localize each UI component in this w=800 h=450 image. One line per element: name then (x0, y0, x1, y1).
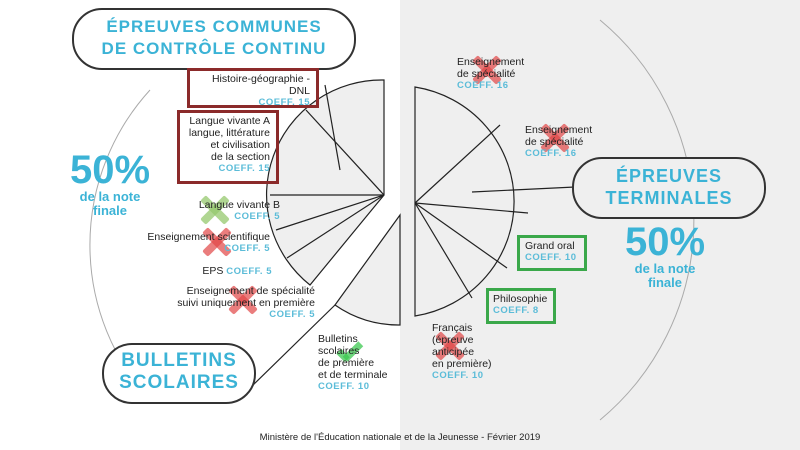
item-eps: EPS COEFF. 5 (200, 265, 272, 278)
right-title-line2: TERMINALES (605, 188, 733, 208)
item-coeff: COEFF. 10 (525, 252, 577, 263)
item-label: et de terminale (318, 369, 388, 381)
right-title-line1: ÉPREUVES (615, 166, 723, 186)
item-enseignement-scientifique: Enseignement scientifique COEFF. 5 (130, 231, 270, 255)
item-coeff: COEFF. 5 (234, 211, 280, 222)
item-label: anticipée (432, 346, 475, 358)
item-francais: Français (épreuve anticipée en première)… (432, 322, 492, 382)
left-title: ÉPREUVES COMMUNES DE CONTRÔLE CONTINU (72, 8, 356, 70)
item-label: Langue vivante B (198, 199, 280, 211)
item-langue-vivante-a: Langue vivante A langue, littérature et … (180, 115, 270, 175)
right-percent-value: 50% (624, 220, 706, 264)
item-coeff: COEFF. 5 (269, 309, 315, 320)
item-specialite-1: Enseignement de spécialité COEFF. 16 (457, 56, 524, 92)
item-label: et civilisation (210, 139, 270, 151)
bulletins-title-line1: BULLETINS (121, 350, 237, 371)
right-outer-arc (599, 19, 695, 421)
item-label: Bulletins (318, 333, 358, 345)
item-label: langue, littérature (188, 127, 270, 139)
item-coeff: COEFF. 10 (318, 381, 370, 392)
item-coeff: COEFF. 5 (226, 266, 272, 277)
item-philosophie: Philosophie COEFF. 8 (493, 293, 547, 317)
left-percent: 50% de la note finale (60, 150, 160, 218)
item-label: suivi uniquement en première (177, 297, 315, 309)
item-specialite-2: Enseignement de spécialité COEFF. 16 (525, 124, 592, 160)
item-label: de spécialité (457, 68, 516, 80)
item-label: Enseignement de spécialité (186, 285, 315, 297)
item-coeff: COEFF. 10 (432, 370, 484, 381)
item-coeff: COEFF. 15 (258, 97, 310, 108)
item-coeff: COEFF. 16 (457, 80, 509, 91)
item-coeff: COEFF. 16 (525, 148, 577, 159)
item-label: Langue vivante A (189, 115, 270, 127)
item-coeff: COEFF. 8 (493, 305, 539, 316)
right-percent-sub1: de la note (634, 261, 696, 276)
right-pie (414, 86, 576, 317)
left-percent-sub1: de la note (79, 189, 141, 204)
item-label: de spécialité (525, 136, 584, 148)
kept-box (517, 235, 587, 271)
kept-box (486, 288, 556, 324)
item-histoire-geo: Histoire-géographie - DNL COEFF. 15 (190, 73, 310, 109)
item-coeff: COEFF. 15 (218, 163, 270, 174)
item-label: de première (318, 357, 375, 369)
item-label: EPS (202, 265, 224, 277)
item-label: Enseignement (525, 124, 593, 136)
item-label: en première) (432, 358, 492, 370)
right-title: ÉPREUVES TERMINALES (572, 157, 766, 219)
footer-credit: Ministère de l'Éducation nationale et de… (259, 432, 541, 443)
item-label: Enseignement scientifique (147, 231, 270, 243)
item-label: Histoire-géographie - DNL (211, 73, 310, 97)
kept-box (177, 110, 279, 184)
right-percent-sub2: finale (648, 275, 682, 290)
left-pie (265, 79, 401, 326)
kept-box (187, 68, 319, 108)
left-percent-value: 50% (69, 148, 151, 192)
item-label: Philosophie (493, 293, 548, 305)
item-label: Français (432, 322, 473, 334)
item-label: de la section (211, 151, 270, 163)
left-percent-sub2: finale (93, 203, 127, 218)
item-label: Enseignement (457, 56, 525, 68)
left-title-line2: DE CONTRÔLE CONTINU (101, 39, 327, 58)
left-title-line1: ÉPREUVES COMMUNES (106, 17, 322, 36)
item-label: scolaires (318, 345, 360, 357)
right-percent: 50% de la note finale (615, 222, 715, 290)
bulletins-title-line2: SCOLAIRES (119, 372, 239, 393)
item-label: Grand oral (525, 240, 575, 252)
bulletins-title: BULLETINS SCOLAIRES (102, 343, 256, 404)
item-coeff: COEFF. 5 (224, 243, 270, 254)
item-langue-vivante-b: Langue vivante B COEFF. 5 (170, 199, 280, 223)
item-specialite-premiere: Enseignement de spécialité suivi uniquem… (160, 285, 315, 321)
item-grand-oral: Grand oral COEFF. 10 (525, 240, 577, 264)
bulletins-connector (249, 304, 336, 389)
item-label: (épreuve (432, 334, 474, 346)
item-bulletins: Bulletins scolaires de première et de te… (318, 333, 387, 393)
